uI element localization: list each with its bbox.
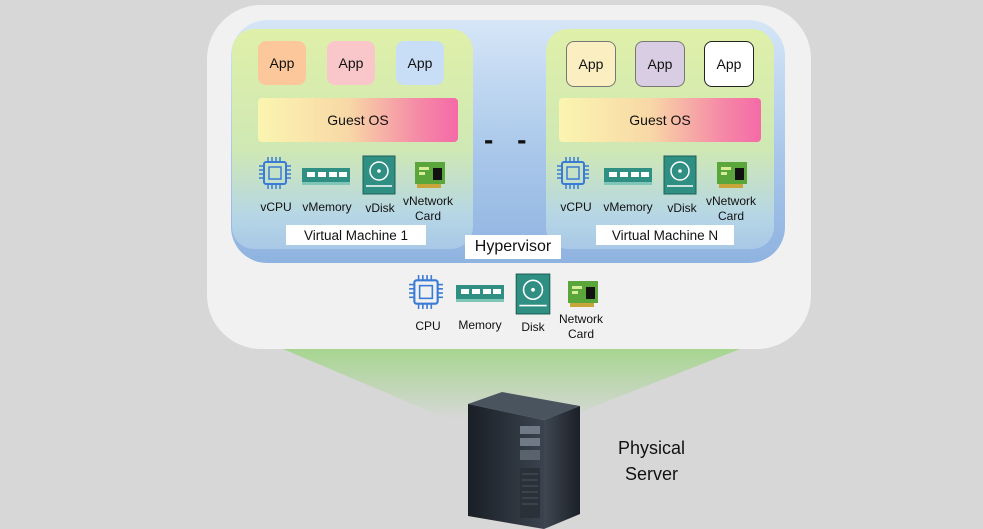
- memory-stick-icon: [603, 166, 653, 186]
- guest-os-bar: Guest OS: [559, 98, 761, 142]
- cpu-chip-icon: [258, 156, 292, 190]
- network-card-icon: [413, 160, 447, 190]
- cpu-chip-icon: [408, 274, 444, 310]
- vnetwork-label: vNetwork Card: [398, 194, 458, 224]
- disk-icon: [663, 155, 697, 195]
- vcpu-label: vCPU: [260, 200, 292, 214]
- network-card-icon: [566, 279, 600, 309]
- disk-icon: [515, 273, 551, 315]
- memory-label: Memory: [458, 318, 502, 332]
- vmemory-label: vMemory: [302, 200, 352, 214]
- vm-n-label: Virtual Machine N: [596, 225, 734, 245]
- vmemory-label: vMemory: [603, 200, 653, 214]
- disk-icon: [362, 155, 396, 195]
- vm-1-label: Virtual Machine 1: [286, 225, 426, 245]
- memory-stick-icon: [454, 283, 506, 303]
- app-box: App: [396, 41, 444, 85]
- vnetwork-label: vNetwork Card: [700, 194, 762, 224]
- network-label-line1: Network: [558, 312, 603, 326]
- cpu-label: CPU: [415, 319, 441, 333]
- app-box: App: [258, 41, 306, 85]
- network-label-line2: Card: [567, 327, 594, 341]
- hypervisor-label: Hypervisor: [465, 235, 561, 259]
- app-box: App: [704, 41, 754, 87]
- app-box: App: [566, 41, 616, 87]
- vcpu-label: vCPU: [560, 200, 592, 214]
- vnetwork-label-line1: vNetwork: [402, 194, 453, 208]
- cpu-chip-icon: [556, 156, 590, 190]
- app-box: App: [327, 41, 375, 85]
- memory-stick-icon: [301, 166, 351, 186]
- app-box: App: [635, 41, 685, 87]
- vnetwork-label-line1: vNetwork: [705, 194, 756, 208]
- vnetwork-label-line2: Card: [414, 209, 441, 223]
- network-card-label: Network Card: [552, 312, 610, 342]
- disk-label: Disk: [521, 320, 545, 334]
- vdisk-label: vDisk: [365, 201, 395, 215]
- server-tower-icon: [468, 392, 580, 529]
- vdisk-label: vDisk: [667, 201, 697, 215]
- vnetwork-label-line2: Card: [717, 209, 744, 223]
- server-label-line2: Server: [625, 464, 679, 484]
- server-label-line1: Physical: [618, 438, 686, 458]
- network-card-icon: [715, 160, 749, 190]
- guest-os-bar: Guest OS: [258, 98, 458, 142]
- physical-server-label: Physical Server: [618, 435, 685, 487]
